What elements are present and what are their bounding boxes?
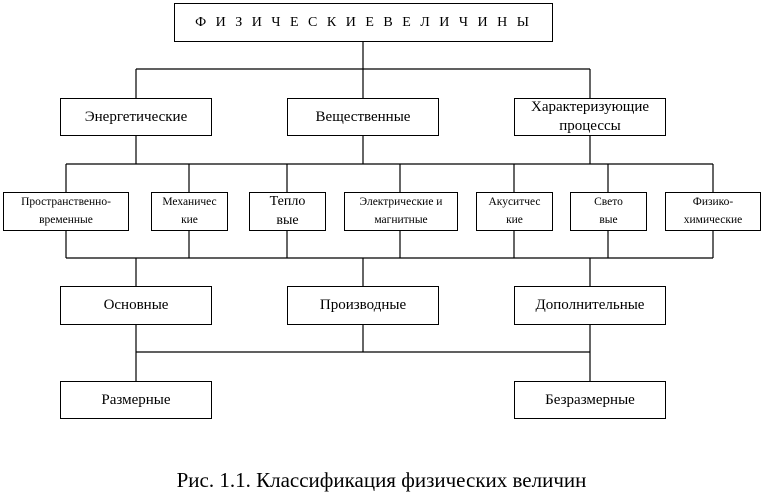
group-energetic-box: Энергетические <box>60 98 212 136</box>
field-electromagnetic-label: Электрические и магнитные <box>359 196 443 226</box>
figure-caption: Рис. 1.1. Классификация физических велич… <box>176 468 587 492</box>
field-light-label: Свето вые <box>594 196 623 226</box>
dim-dimensionless-label: Безразмерные <box>545 391 635 408</box>
field-thermal-label: Тепло вые <box>269 194 306 228</box>
title-box: Ф И З И Ч Е С К И Е В Е Л И Ч И Н Ы <box>174 3 553 42</box>
kind-additional-box: Дополнительные <box>514 286 666 325</box>
kind-basic-box: Основные <box>60 286 212 325</box>
dim-dimensional-box: Размерные <box>60 381 212 419</box>
group-substance-label: Вещественные <box>315 108 411 125</box>
kind-derived-label: Производные <box>319 297 407 314</box>
field-physchem-box: Физико- химические <box>665 192 761 231</box>
field-physchem-label: Физико- химические <box>683 196 743 226</box>
group-substance-box: Вещественные <box>287 98 439 136</box>
group-process-box: Характеризующие процессы <box>514 98 666 136</box>
group-process-label: Характеризующие процессы <box>530 99 650 134</box>
field-spacetime-box: Пространственно- временные <box>3 192 129 231</box>
field-acoustic-box: Акуситчес кие <box>476 192 553 231</box>
kind-basic-label: Основные <box>103 297 169 314</box>
field-light-box: Свето вые <box>570 192 647 231</box>
title-text: Ф И З И Ч Е С К И Е В Е Л И Ч И Н Ы <box>195 14 532 30</box>
dim-dimensionless-box: Безразмерные <box>514 381 666 419</box>
group-energetic-label: Энергетические <box>84 108 188 125</box>
field-acoustic-label: Акуситчес кие <box>488 196 541 226</box>
kind-additional-label: Дополнительные <box>535 297 645 314</box>
field-mechanical-box: Механичес кие <box>151 192 228 231</box>
kind-derived-box: Производные <box>287 286 439 325</box>
field-electromagnetic-box: Электрические и магнитные <box>344 192 458 231</box>
field-spacetime-label: Пространственно- временные <box>21 196 111 226</box>
field-mechanical-label: Механичес кие <box>162 196 217 226</box>
dim-dimensional-label: Размерные <box>101 391 171 408</box>
field-thermal-box: Тепло вые <box>249 192 326 231</box>
